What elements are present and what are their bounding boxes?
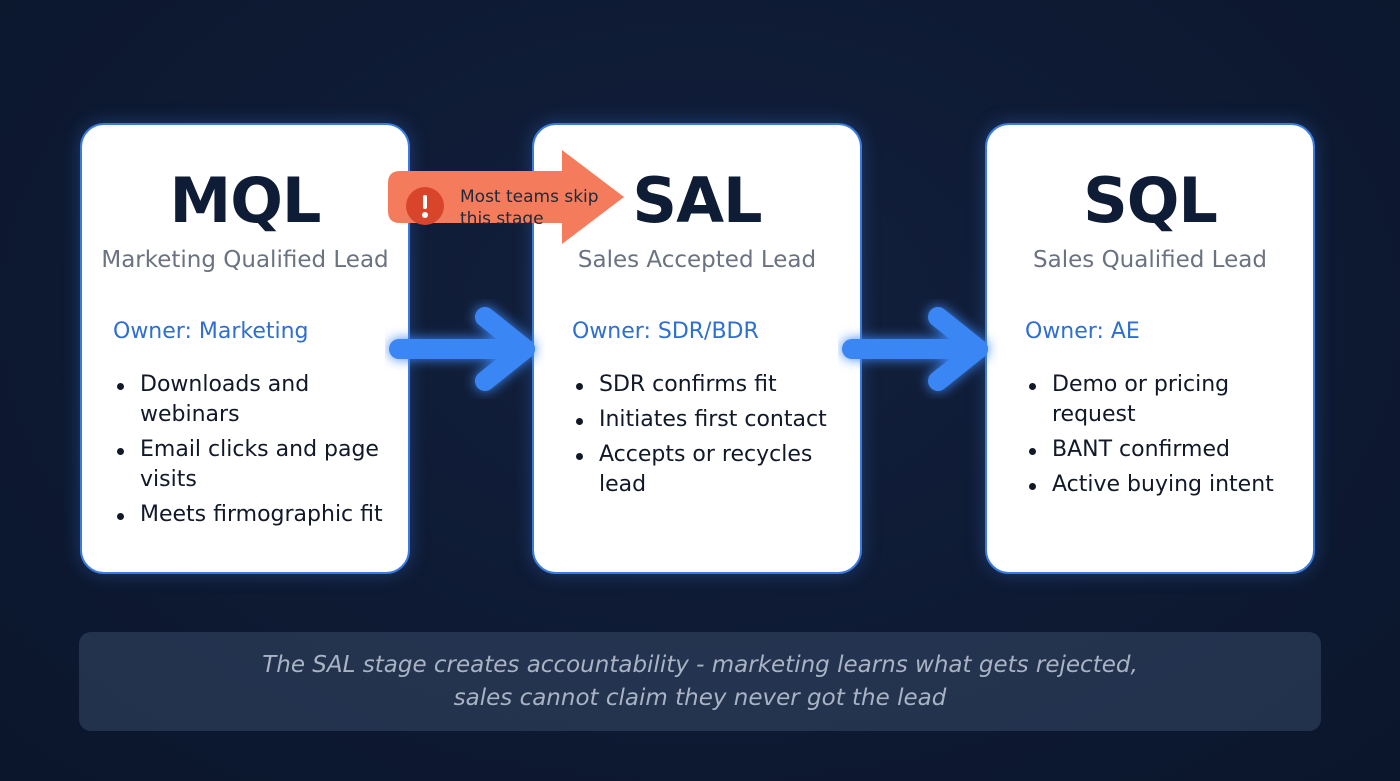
stage-subtitle: Sales Qualified Lead bbox=[1033, 247, 1267, 273]
footer-line-2: sales cannot claim they never got the le… bbox=[453, 685, 947, 711]
bullet-icon bbox=[117, 383, 124, 390]
stage-owner: Owner: AE bbox=[1025, 319, 1140, 344]
callout-text: Most teams skip this stage bbox=[460, 187, 599, 229]
criteria-item: BANT confirmed bbox=[1025, 435, 1291, 465]
callout-arrow-shape bbox=[388, 150, 624, 244]
stage-title: MQL bbox=[169, 164, 322, 237]
criteria-text: Downloads and webinars bbox=[140, 372, 310, 427]
criteria-text: Initiates first contact bbox=[599, 407, 827, 432]
criteria-item: SDR confirms fit bbox=[572, 370, 838, 400]
stage-criteria-list: SDR confirms fit Initiates first contact… bbox=[572, 370, 838, 505]
bullet-icon bbox=[1029, 383, 1036, 390]
bullet-icon bbox=[117, 513, 124, 520]
criteria-item: Initiates first contact bbox=[572, 405, 838, 435]
bullet-icon bbox=[576, 418, 583, 425]
criteria-item: Active buying intent bbox=[1025, 470, 1291, 500]
stage-title: SAL bbox=[632, 164, 762, 237]
criteria-item: Demo or pricing request bbox=[1025, 370, 1291, 430]
stage-criteria-list: Downloads and webinars Email clicks and … bbox=[113, 370, 386, 535]
criteria-item: Accepts or recycles lead bbox=[572, 440, 838, 500]
criteria-text: Active buying intent bbox=[1052, 472, 1274, 497]
criteria-text: BANT confirmed bbox=[1052, 437, 1230, 462]
bullet-icon bbox=[117, 448, 124, 455]
footer-line-1: The SAL stage creates accountability - m… bbox=[262, 652, 1138, 678]
bullet-icon bbox=[576, 453, 583, 460]
skip-stage-callout: Most teams skip this stage bbox=[388, 148, 628, 246]
stage-title: SQL bbox=[1083, 164, 1218, 237]
footer-note: The SAL stage creates accountability - m… bbox=[79, 632, 1321, 731]
criteria-text: Accepts or recycles lead bbox=[599, 442, 813, 497]
criteria-text: Email clicks and page visits bbox=[140, 437, 379, 492]
bullet-icon bbox=[1029, 448, 1036, 455]
stage-subtitle: Sales Accepted Lead bbox=[577, 247, 817, 273]
alert-icon-bar bbox=[423, 195, 427, 209]
stage-criteria-list: Demo or pricing request BANT confirmed A… bbox=[1025, 370, 1291, 505]
bullet-icon bbox=[1029, 483, 1036, 490]
stage-owner: Owner: Marketing bbox=[113, 319, 309, 344]
alert-icon-dot bbox=[422, 212, 428, 218]
stage-card-sal: SAL Sales Accepted Lead Owner: SDR/BDR S… bbox=[532, 123, 862, 574]
criteria-text: Demo or pricing request bbox=[1052, 372, 1230, 427]
stage-card-mql: MQL Marketing Qualified Lead Owner: Mark… bbox=[80, 123, 410, 574]
criteria-text: Meets firmographic fit bbox=[140, 502, 383, 527]
stage-card-sql: SQL Sales Qualified Lead Owner: AE Demo … bbox=[985, 123, 1315, 574]
stage-subtitle: Marketing Qualified Lead bbox=[101, 247, 389, 273]
criteria-text: SDR confirms fit bbox=[599, 372, 777, 397]
stage-owner: Owner: SDR/BDR bbox=[572, 319, 759, 344]
bullet-icon bbox=[576, 383, 583, 390]
flow-arrow-mql-to-sal bbox=[389, 307, 535, 391]
criteria-item: Downloads and webinars bbox=[113, 370, 386, 430]
flow-arrow-sal-to-sql bbox=[842, 307, 988, 391]
criteria-item: Email clicks and page visits bbox=[113, 435, 386, 495]
criteria-item: Meets firmographic fit bbox=[113, 500, 386, 530]
alert-icon bbox=[406, 187, 444, 225]
